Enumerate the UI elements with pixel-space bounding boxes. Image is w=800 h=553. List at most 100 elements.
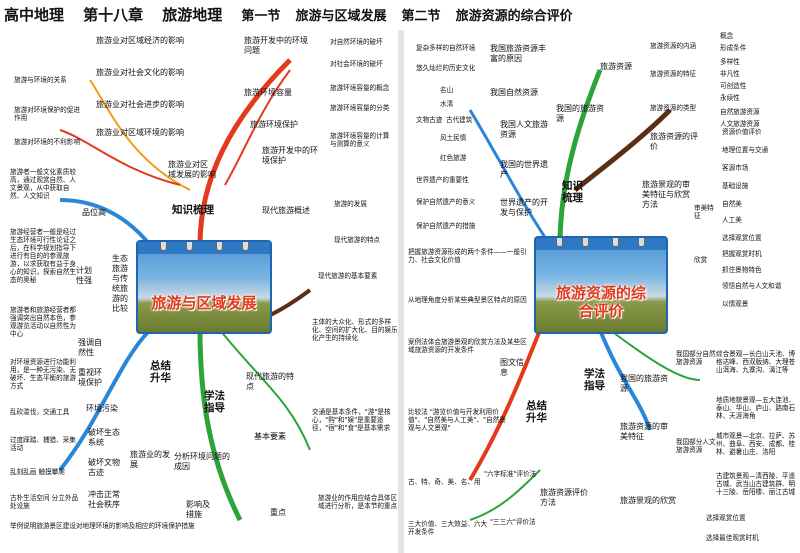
r-wpro: 保护自然遗产的意义: [416, 198, 476, 206]
node-feat: 现代旅游的特点: [334, 236, 381, 244]
r-fenbu: 我国部分自然旅游资源: [676, 350, 716, 366]
r-view: 欣赏: [694, 256, 708, 264]
header-section1: 第一节: [241, 9, 281, 24]
node-example: 举例说明旅游景区建设对地理环境的影响及相应的环境保护措施: [10, 522, 195, 530]
r-hb2: 古建筑景观—清西陵、平遥古城、武当山古建筑群、明十三陵、岳阳楼、丽江古城: [716, 472, 796, 496]
node-cap: 旅游环境容量: [244, 88, 292, 97]
right-summary: 总结升华: [526, 400, 547, 424]
node-causes: 分析环境问题的成因: [174, 452, 230, 471]
r-mount: 名山: [440, 86, 454, 94]
header-section2: 第二节: [401, 9, 441, 24]
node-soc: 对社会环境的破坏: [330, 60, 383, 68]
r-vpos: 选择观赏位置: [722, 234, 762, 242]
page-header: 高中地理 第十八章 旅游地理 第一节 旅游与区域发展 第二节 旅游资源的综合评价: [4, 4, 796, 28]
right-knowledge: 知识梳理: [562, 180, 583, 204]
r-hb1: 城市观景—北京、拉萨、苏州、曲阜、西安、成都、桂林、避暑山庄、洛阳: [716, 432, 796, 456]
left-summary: 总结升华: [150, 360, 171, 384]
node-el1: 交通是基本条件，"游"是核心，"购"和"娱"是重要途径，"宿"和"食"是基本需求: [312, 408, 391, 432]
r-concept: 概念: [720, 32, 734, 40]
r-method: 旅游资源评价方法: [540, 488, 588, 507]
branch-r-summary: [468, 329, 542, 482]
left-center-card: 旅游与区域发展: [136, 240, 272, 334]
r-vtime: 把握观赏时机: [722, 250, 762, 258]
node-fp1: 主体的大众化、形式的多样化、空间的扩大化、目的娱乐化产生的持续化: [312, 318, 398, 342]
node-tdev: 旅游业的发展: [130, 450, 170, 469]
branch-summary-blue: [58, 328, 152, 472]
r-res2: 旅游资源: [600, 62, 632, 71]
branch-r-method: [598, 329, 652, 431]
page-spine: [398, 30, 404, 553]
node-key: 重点: [270, 508, 286, 517]
right-card-title: 旅游资源的综合评价: [555, 284, 646, 320]
r-heritage: 我国的世界遗产: [500, 160, 548, 179]
r-multi: 多样性: [720, 58, 740, 66]
header-section2-title: 旅游资源的综合评价: [455, 9, 573, 24]
r-value: 资源价值评价: [722, 128, 762, 136]
r-case: 案例法体会旅游景观的欣赏方法及某些区域旅游资源的开发条件: [408, 338, 527, 354]
r-infra: 基础设施: [722, 182, 749, 190]
r-nat2: 自然美: [722, 200, 742, 208]
node-cult: 破坏文物古迹: [88, 458, 120, 477]
node-influence: 旅游业对区域发展的影响: [168, 160, 216, 179]
node-keytxt: 旅游业的作用应结合具体区域进行分析，是本节的重点: [318, 494, 398, 510]
node-fpt: 现代旅游的特点: [246, 372, 294, 391]
r-form: 形成条件: [720, 44, 747, 52]
r-hum: 人文旅游资源: [720, 120, 760, 128]
node-pollute: 环境污染: [86, 404, 118, 413]
node-dam: 破坏生态系统: [88, 428, 120, 447]
r-threelist: 三大价值、三大效益、六大开发条件: [408, 520, 488, 536]
r-hist: 悠久灿烂的历史文化: [416, 64, 476, 72]
r-eval: 旅游资源的评价: [650, 132, 698, 151]
branch-method-green: [197, 329, 243, 522]
r-rich: 我国旅游资源丰富的原因: [490, 44, 546, 63]
node-cap1: 旅游环境容量的概念: [330, 84, 390, 92]
r-aes: 旅游资源的审美特征: [620, 422, 668, 441]
r-art: 人工美: [722, 216, 742, 224]
node-over: 过度踩踏、捕猎、采集活动: [10, 436, 76, 452]
node-nat: 对自然环境的破坏: [330, 38, 383, 46]
r-nat: 自然旅游资源: [720, 108, 760, 116]
r-our: 我国的旅游资源: [620, 374, 668, 393]
r-aesthetic: 旅游景观的审美特征与欣赏方法: [642, 180, 690, 209]
r-ancient: 古代建筑: [446, 116, 473, 124]
node-neg: 旅游对环境的不利影响: [14, 138, 80, 146]
r-hum3: 我国部分人文旅游资源: [676, 438, 716, 454]
right-method: 学法指导: [584, 368, 605, 392]
node-elems: 基本要素: [254, 432, 286, 441]
r-vcult: 领悟自然与人文和谐: [722, 282, 782, 290]
r-fb2: 地质地貌景观—五大连池、泰山、华山、庐山、路南石林、天涯海角: [716, 396, 796, 420]
node-social: 旅游业对社会进步的影响: [96, 100, 184, 109]
r-vfeat: 抓住景物特色: [722, 266, 762, 274]
branch-r-resource: [573, 108, 672, 192]
r-sixlist: 古、特、奇、美、名、用: [408, 478, 481, 486]
node-sec: 旅游经营者一般是经过生态环境可行性论证之后，在科学规划指导下进行有目的的参观旅游…: [10, 228, 76, 284]
r-three: "三三六"评价法: [490, 518, 536, 526]
node-local: 旅游者和旅游经营者都强调突出自然本色，参观游览活动以自然性为中心: [10, 306, 76, 338]
r-grasp: 把握旅游资源形成的两个条件——一般引力、社会文化价值: [408, 248, 527, 264]
node-probs: 旅游开发中的环境问题: [244, 36, 308, 55]
r-compare: 比较法 "游览价值与开发利用价值"、"自然美与人工美"、"自然景观与人文景观": [408, 408, 506, 432]
node-rand: 乱刻乱画 触摸攀爬: [10, 468, 65, 476]
r-market: 客源市场: [722, 164, 749, 172]
r-hum2: 我国人文旅游资源: [500, 120, 548, 139]
branch-r-knowledge: [557, 69, 603, 246]
left-knowledge: 知识梳理: [172, 204, 214, 216]
r-div: 复杂多样的自然环境: [416, 44, 476, 52]
right-center-card: 旅游资源的综合评价: [534, 236, 668, 334]
node-zhinan: 旅游者一般文化素质较高，通过观赏自然、人文景观，从中获取自然、人文知识: [10, 168, 76, 200]
header-title: 旅游地理: [162, 6, 223, 24]
node-modern: 现代旅游概述: [262, 206, 310, 215]
node-pin: 品位高: [82, 208, 106, 217]
node-eco: 生态旅游与传统旅游的比较: [112, 254, 128, 313]
r-atime: 选择最佳观赏时机: [706, 534, 759, 542]
left-method: 学法指导: [204, 390, 225, 414]
r-renew: 可创造性: [720, 82, 747, 90]
node-nature: 强调自然性: [78, 338, 102, 357]
r-info: 图文信息: [500, 358, 524, 377]
r-res: 我国的旅游资源: [556, 104, 604, 123]
node-econ: 旅游业对区域经济的影响: [96, 36, 184, 45]
r-senses: 以情观景: [722, 300, 749, 308]
r-loc: 地理位置与交通: [722, 146, 769, 154]
r-feat: 旅游资源的特征: [650, 70, 697, 78]
